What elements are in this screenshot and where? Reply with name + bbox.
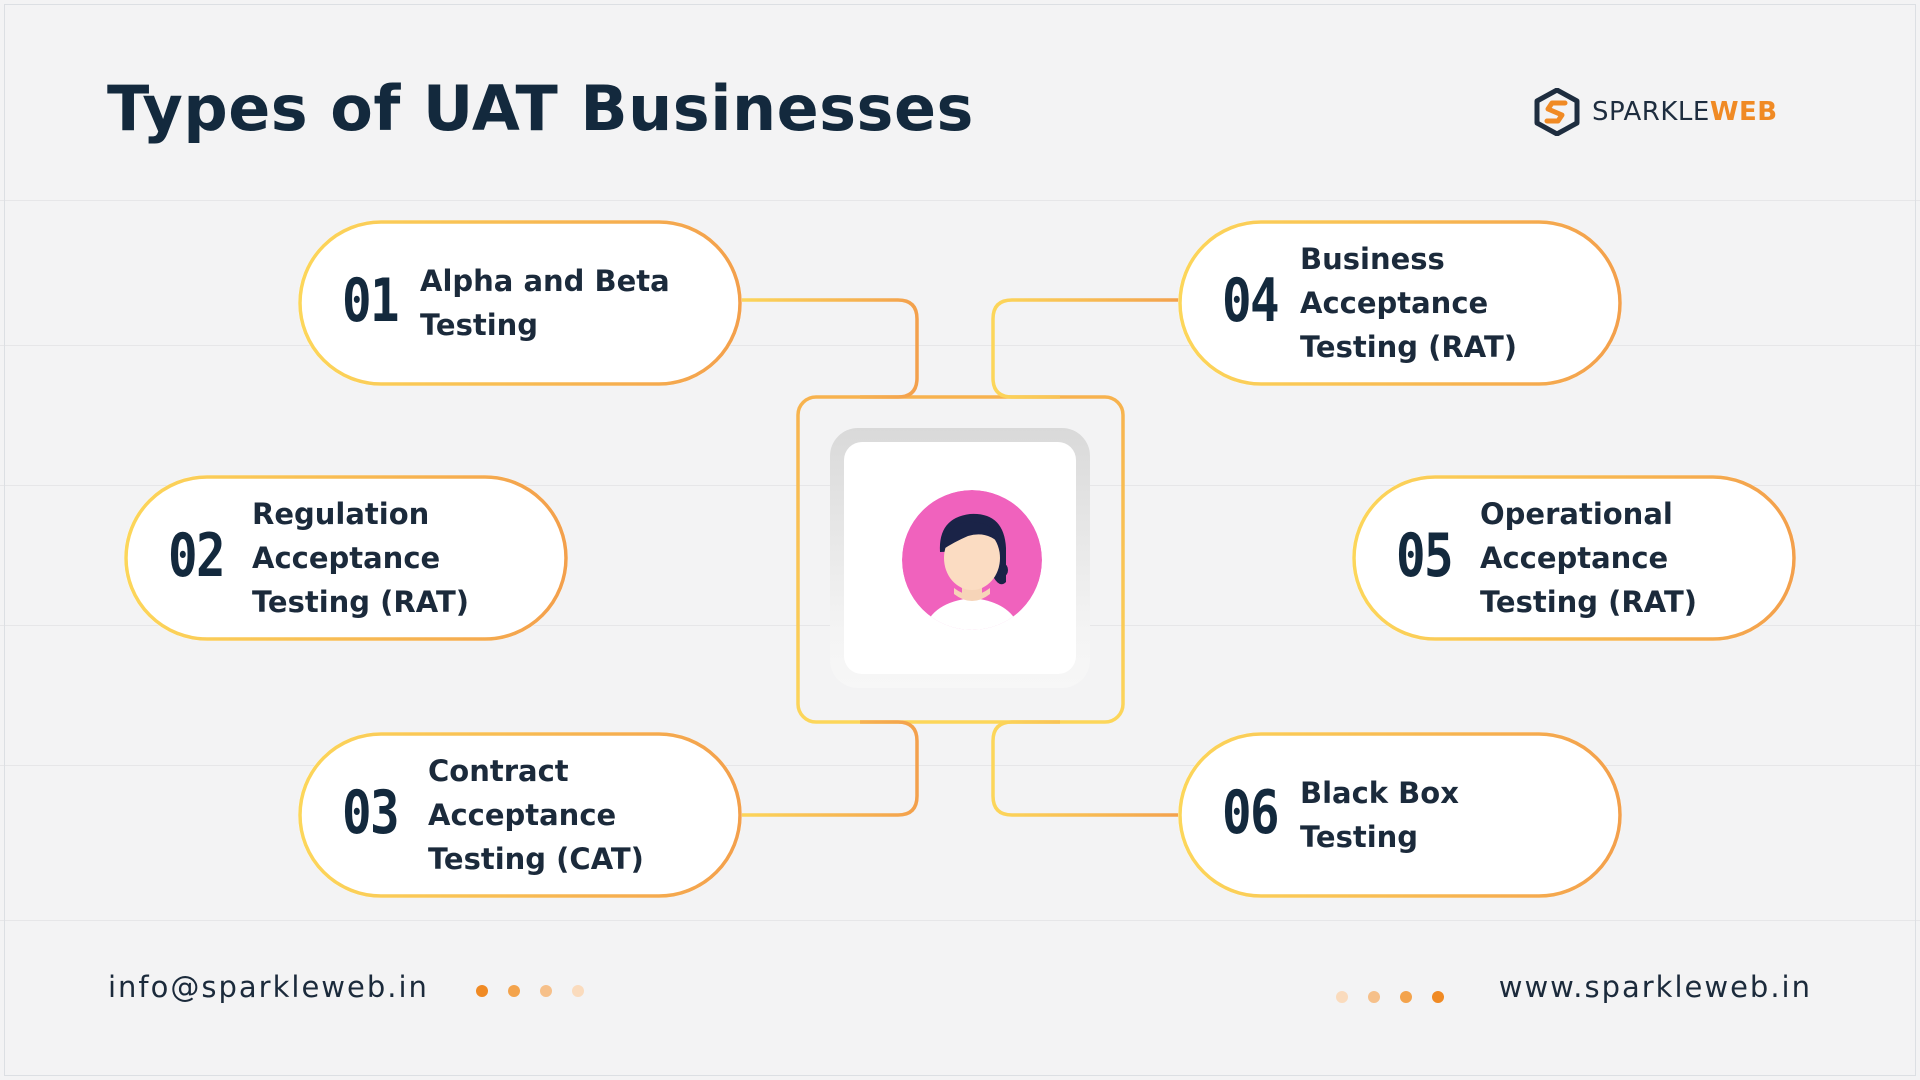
item-number: 05 bbox=[1396, 521, 1454, 591]
decorative-dot bbox=[1336, 991, 1348, 1003]
pill-outline bbox=[1352, 475, 1796, 641]
uat-item-01: 01 Alpha and Beta Testing bbox=[298, 220, 742, 386]
footer-email: info@sparkleweb.in bbox=[108, 970, 429, 1004]
page-title: Types of UAT Businesses bbox=[107, 72, 974, 145]
connector-line-06 bbox=[991, 720, 1180, 817]
uat-item-03: 03 Contract Acceptance Testing (CAT) bbox=[298, 732, 742, 898]
pill-outline bbox=[298, 732, 742, 898]
item-number: 04 bbox=[1222, 266, 1280, 336]
pill-outline bbox=[298, 220, 742, 386]
pill-outline bbox=[124, 475, 568, 641]
footer-dots-right bbox=[1336, 990, 1444, 1004]
avatar-card-inner bbox=[844, 442, 1076, 674]
item-label: Regulation Acceptance Testing (RAT) bbox=[252, 497, 469, 619]
item-label: Operational Acceptance Testing (RAT) bbox=[1480, 497, 1697, 619]
connector-line-04 bbox=[991, 298, 1180, 399]
item-label: Contract Acceptance Testing (CAT) bbox=[428, 754, 644, 876]
connector-line-01 bbox=[740, 298, 919, 399]
item-number: 01 bbox=[342, 266, 400, 336]
sparkleweb-logo: SPARKLEWEB bbox=[1534, 86, 1784, 138]
central-avatar-card bbox=[830, 428, 1090, 688]
uat-item-06: 06 Black Box Testing bbox=[1178, 732, 1622, 898]
background-plank-line bbox=[0, 920, 1920, 921]
uat-item-05: 05 Operational Acceptance Testing (RAT) bbox=[1352, 475, 1796, 641]
uat-item-04: 04 Business Acceptance Testing (RAT) bbox=[1178, 220, 1622, 386]
logo-wordmark: SPARKLEWEB bbox=[1592, 97, 1778, 127]
footer-website: www.sparkleweb.in bbox=[1498, 970, 1812, 1004]
item-number: 03 bbox=[342, 778, 400, 848]
item-label: Business Acceptance Testing (RAT) bbox=[1300, 242, 1517, 364]
sparkleweb-logo-icon bbox=[1534, 88, 1580, 136]
logo-wordmark-part2: WEB bbox=[1709, 97, 1778, 127]
decorative-dot bbox=[508, 985, 520, 997]
background-plank-line bbox=[0, 200, 1920, 201]
connector-line-03 bbox=[740, 720, 919, 817]
item-label: Alpha and Beta Testing bbox=[420, 264, 670, 342]
uat-item-02: 02 Regulation Acceptance Testing (RAT) bbox=[124, 475, 568, 641]
decorative-dot bbox=[1400, 991, 1412, 1003]
background-plank-line bbox=[0, 765, 1920, 766]
decorative-dot bbox=[1432, 991, 1444, 1003]
decorative-dot bbox=[476, 985, 488, 997]
item-number: 06 bbox=[1222, 778, 1280, 848]
decorative-dot bbox=[572, 985, 584, 997]
decorative-dot bbox=[1368, 991, 1380, 1003]
decorative-dot bbox=[540, 985, 552, 997]
footer-dots-left bbox=[476, 984, 584, 998]
item-label: Black Box Testing bbox=[1300, 776, 1459, 854]
item-number: 02 bbox=[168, 521, 226, 591]
background-plank-line bbox=[0, 345, 1920, 346]
woman-avatar-icon bbox=[902, 490, 1042, 630]
pill-outline bbox=[1178, 220, 1622, 386]
pill-outline bbox=[1178, 732, 1622, 898]
logo-wordmark-part1: SPARKLE bbox=[1592, 97, 1710, 127]
